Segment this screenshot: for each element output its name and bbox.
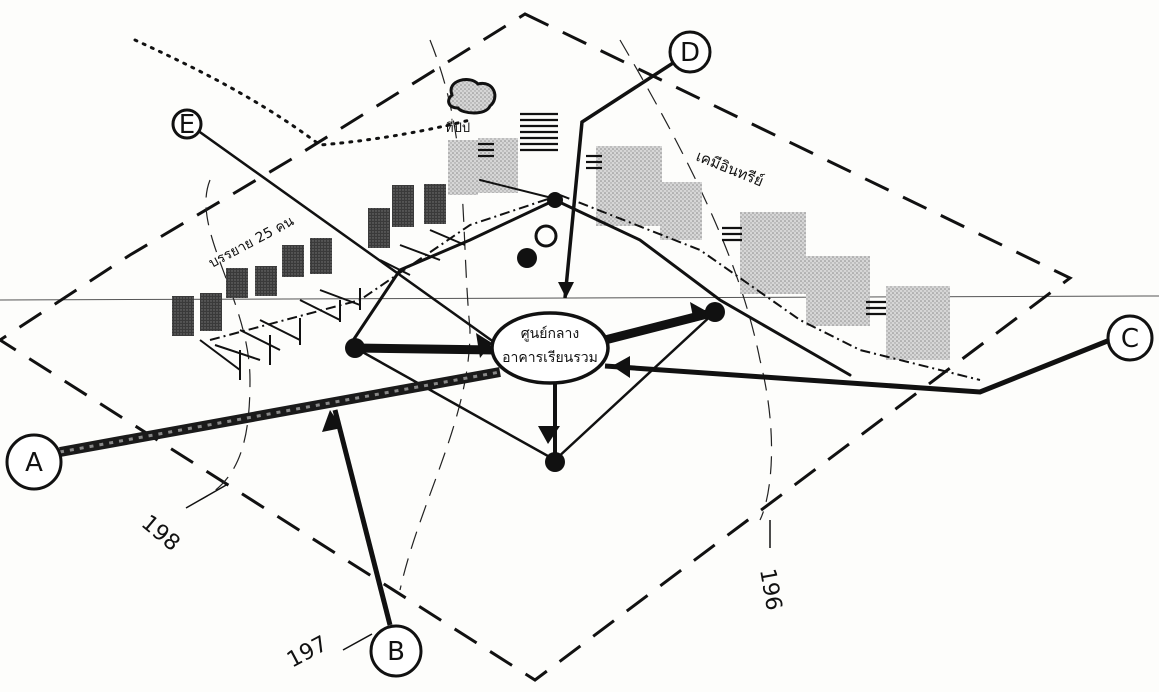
node-a: A <box>5 433 63 491</box>
central-hub-label-2: อาคารเรียนรวม <box>502 350 598 366</box>
road-b <box>332 409 393 626</box>
left-building-cluster <box>172 184 466 380</box>
zone-label-top: ที่ปป <box>445 119 470 136</box>
junction-top <box>547 192 563 208</box>
contour-197-label: 197 <box>283 632 332 674</box>
contour-198-leader <box>185 483 229 509</box>
contour-198 <box>199 179 251 501</box>
arrowheads <box>322 282 708 444</box>
node-d-label: D <box>680 38 700 68</box>
tree-icon <box>447 78 497 115</box>
road-e <box>189 123 506 352</box>
node-b-label: B <box>387 637 405 667</box>
internal-walkway-right <box>559 194 981 381</box>
site-boundary <box>0 12 1073 682</box>
node-b: B <box>369 624 423 678</box>
node-e-label: E <box>179 110 195 140</box>
link-center-left <box>354 343 496 355</box>
road-d <box>563 50 691 299</box>
junction-upper <box>517 248 537 268</box>
central-hub <box>490 311 610 385</box>
contour-198-label: 198 <box>136 510 184 556</box>
junction-bottom <box>545 452 565 472</box>
contour-196 <box>619 39 773 521</box>
node-a-label: A <box>25 448 43 478</box>
node-c: C <box>1106 314 1154 362</box>
zone-label-right: เคมีอินทรีย์ <box>694 147 767 190</box>
junction-left <box>345 338 365 358</box>
contour-197 <box>399 39 471 591</box>
central-hub-label-1: ศูนย์กลาง <box>521 325 579 342</box>
junction-right <box>705 302 725 322</box>
right-building-cluster <box>448 112 950 360</box>
contour-197-leader <box>342 633 373 651</box>
road-c <box>604 335 1116 395</box>
small-ring <box>534 224 558 248</box>
node-d: D <box>668 30 712 74</box>
node-c-label: C <box>1121 324 1139 354</box>
contour-196-label: 196 <box>754 567 786 613</box>
node-e: E <box>171 108 203 140</box>
